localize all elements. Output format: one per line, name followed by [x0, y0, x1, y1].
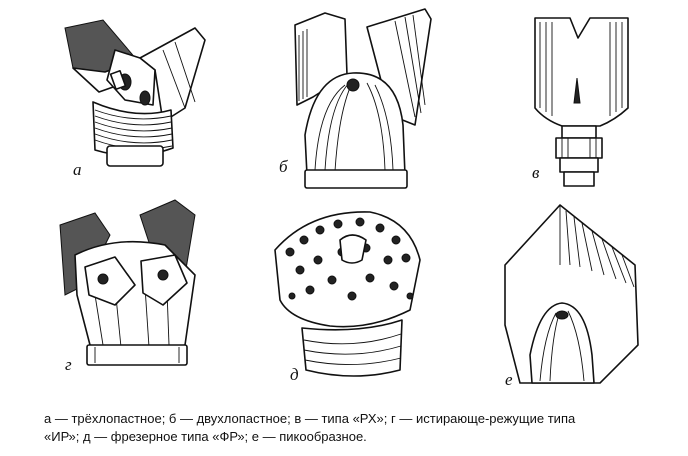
figure-caption: а — трёхлопастное; б — двухлопастное; в … [44, 410, 674, 446]
label-d: д [290, 365, 299, 384]
caption-line-2: «ИР»; д — фрезерное типа «ФР»; е — пикоо… [44, 429, 367, 444]
label-b: б [279, 157, 288, 176]
milling-bit-icon [274, 211, 421, 377]
rx-bit-icon [534, 17, 629, 187]
panel-a: а [45, 10, 235, 185]
label-v: в [532, 163, 540, 182]
label-e: е [505, 370, 513, 389]
panel-v: в [520, 8, 640, 198]
panel-b: б [279, 5, 435, 195]
panel-e: е [500, 204, 650, 395]
panel-d: д [270, 200, 430, 390]
three-blade-bit-icon [64, 19, 206, 167]
pike-bit-icon [504, 204, 639, 384]
abrasive-cutting-bit-icon [59, 199, 196, 366]
label-g: г [65, 355, 72, 374]
panel-g: г [55, 195, 225, 385]
drill-bits-figure: а б [45, 5, 650, 395]
label-a: а [73, 160, 82, 179]
two-blade-bit-icon [294, 8, 432, 189]
caption-line-1: а — трёхлопастное; б — двухлопастное; в … [44, 411, 576, 426]
